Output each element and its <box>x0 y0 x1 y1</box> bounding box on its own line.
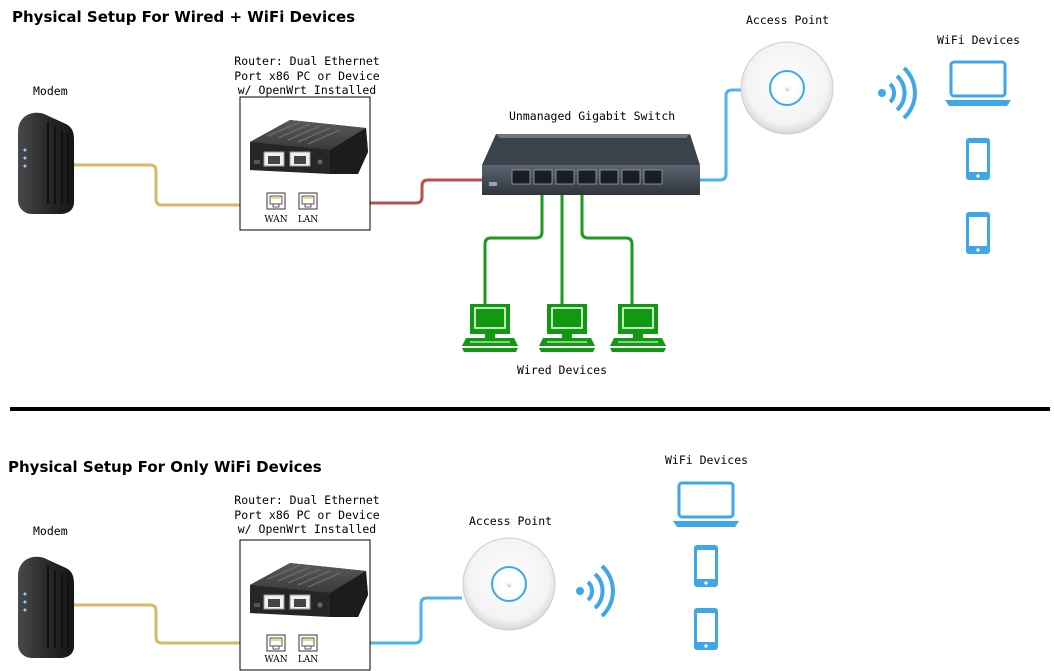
lan-label: LAN <box>298 655 318 665</box>
access-point-icon <box>462 537 556 631</box>
access-point-label: Access Point <box>746 13 830 27</box>
router-label: Router: Dual Ethernet Port x86 PC or Dev… <box>234 54 380 97</box>
switch-to-ap-cable <box>662 88 742 182</box>
modem-label: Modem <box>33 524 68 538</box>
wired-devices-label: Wired Devices <box>517 363 608 377</box>
wired-pc-icon <box>461 303 519 353</box>
lan-port-icon <box>298 192 318 210</box>
wifi-signal-icon <box>574 564 615 618</box>
wan-label: WAN <box>264 655 287 665</box>
access-point-icon <box>740 41 834 135</box>
modem-icon <box>17 111 75 215</box>
bottom-section-title: Physical Setup For Only WiFi Devices <box>8 458 322 476</box>
modem-to-wan-cable <box>72 163 276 207</box>
modem-label: Modem <box>33 84 68 98</box>
lan-port-icon <box>298 634 318 652</box>
wan-port-icon <box>266 192 286 210</box>
switch-to-pc1-cable <box>483 180 544 304</box>
wired-pc-icon <box>609 303 667 353</box>
lan-to-ap-cable <box>308 596 462 645</box>
phone-icon <box>694 608 718 650</box>
section-divider <box>10 407 1050 411</box>
phone-icon <box>694 545 718 587</box>
switch-icon <box>482 134 700 195</box>
laptop-icon <box>671 481 741 529</box>
wifi-signal-icon <box>876 66 917 120</box>
laptop-icon <box>943 60 1013 108</box>
wifi-devices-label: WiFi Devices <box>937 33 1021 47</box>
lan-label: LAN <box>298 215 318 225</box>
wired-pc-icon <box>538 303 596 353</box>
access-point-label: Access Point <box>469 514 553 528</box>
wan-label: WAN <box>264 215 287 225</box>
top-section-title: Physical Setup For Wired + WiFi Devices <box>12 8 356 26</box>
wifi-devices-label: WiFi Devices <box>665 453 749 467</box>
router-label: Router: Dual Ethernet Port x86 PC or Dev… <box>234 493 380 536</box>
lan-to-switch-cable <box>308 178 526 205</box>
phone-icon <box>966 212 990 254</box>
switch-label: Unmanaged Gigabit Switch <box>509 109 676 123</box>
switch-to-pc3-cable <box>580 180 634 304</box>
wan-port-icon <box>266 634 286 652</box>
modem-icon <box>17 555 75 659</box>
modem-to-wan-cable <box>72 603 276 645</box>
phone-icon <box>966 138 990 180</box>
